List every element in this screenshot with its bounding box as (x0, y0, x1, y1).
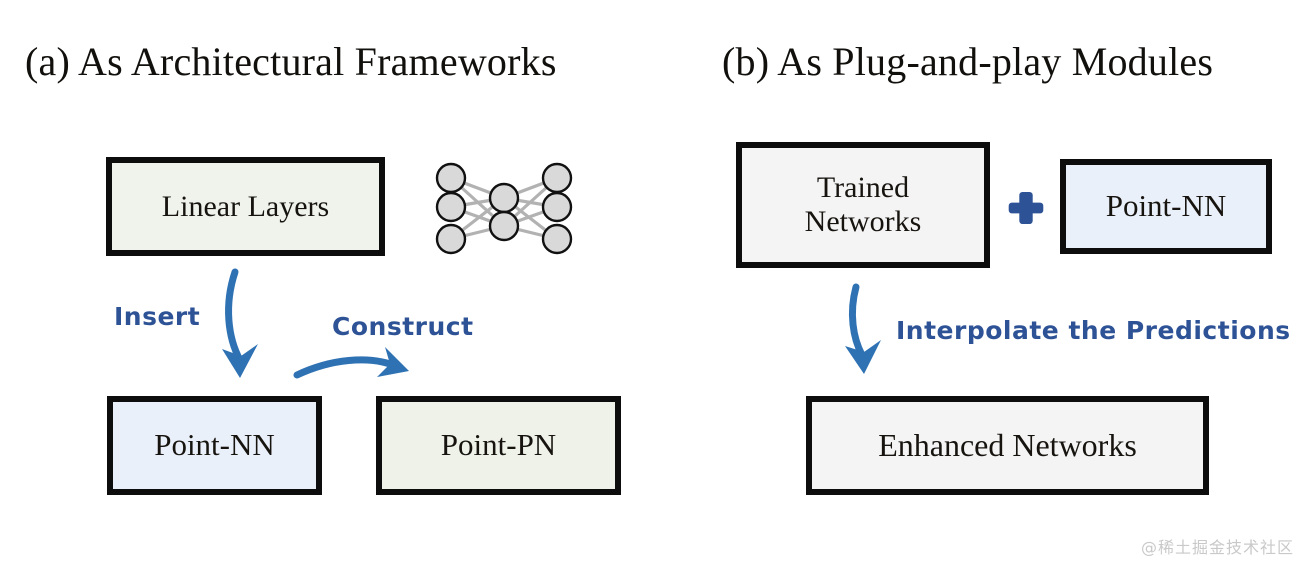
box-enhanced-networks: Enhanced Networks (806, 396, 1209, 495)
neural-network-icon (435, 162, 573, 255)
panel-b-title: (b) As Plug-and-play Modules (722, 39, 1214, 84)
box-point-nn-a-label: Point-NN (154, 427, 275, 463)
interpolate-arrow-icon (845, 283, 881, 374)
annotation-interpolate: Interpolate the Predictions (896, 316, 1291, 345)
insert-arrow-icon (222, 268, 258, 378)
box-point-pn-label: Point-PN (440, 427, 557, 463)
construct-arrow-icon (293, 347, 409, 379)
watermark: @稀土掘金技术社区 (1140, 538, 1294, 557)
annotation-construct: Construct (332, 312, 474, 341)
box-trained-networks: Trained Networks (736, 142, 990, 268)
panel-a-title: (a) As Architectural Frameworks (25, 39, 557, 84)
box-linear-layers-label: Linear Layers (161, 189, 330, 223)
box-point-pn: Point-PN (376, 396, 621, 495)
box-trained-networks-label: Trained Networks (805, 171, 922, 238)
box-linear-layers: Linear Layers (106, 157, 385, 256)
annotation-insert: Insert (114, 302, 201, 331)
box-point-nn-a: Point-NN (107, 396, 322, 495)
neural-network-edges (449, 176, 559, 241)
neural-network-nodes (435, 162, 573, 255)
box-point-nn-b: Point-NN (1060, 159, 1272, 254)
box-point-nn-b-label: Point-NN (1105, 188, 1227, 224)
box-trained-networks-line1: Trained (816, 171, 910, 205)
box-trained-networks-line2: Networks (804, 205, 922, 238)
plus-icon (1005, 188, 1047, 228)
box-enhanced-networks-label: Enhanced Networks (878, 426, 1137, 463)
